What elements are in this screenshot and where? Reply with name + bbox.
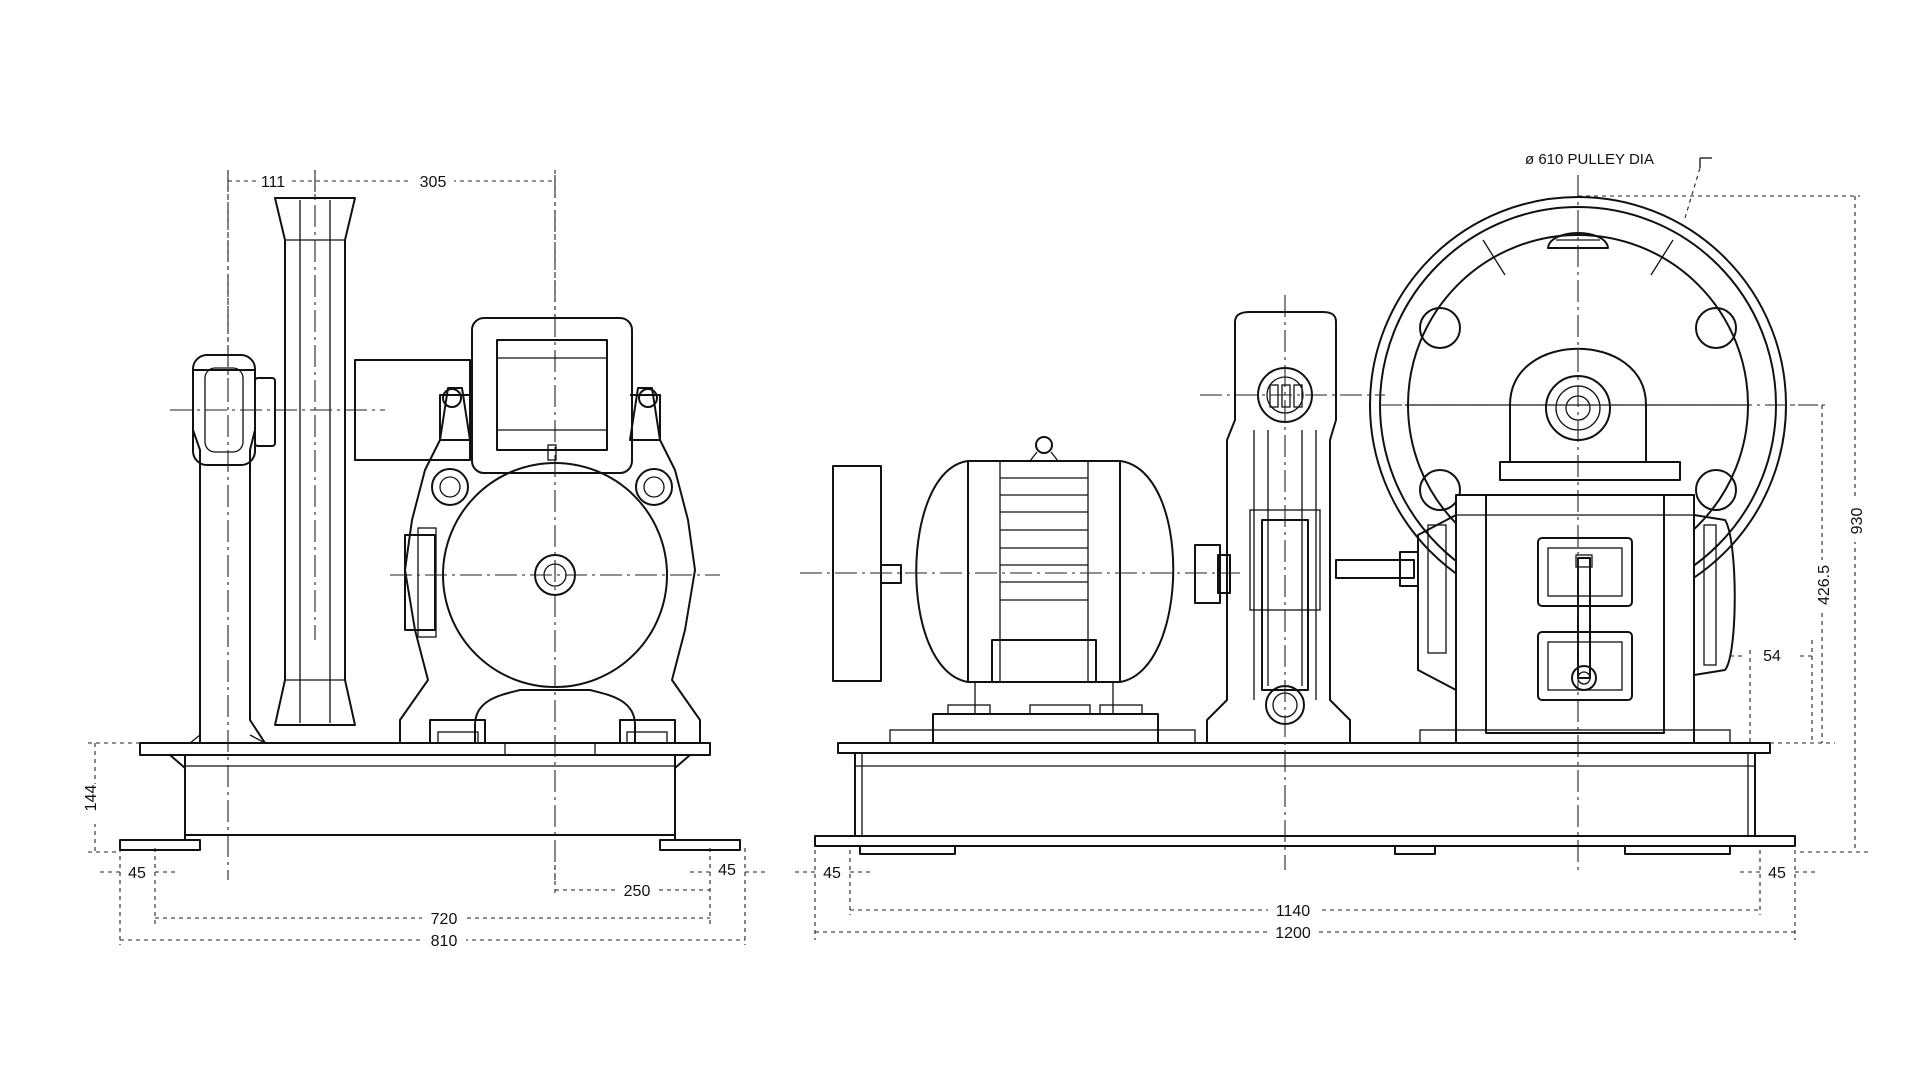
dim-250: 250 [624, 883, 651, 900]
front-view [800, 175, 1815, 870]
dim-1200: 1200 [1275, 925, 1311, 942]
dim-45-side-left: 45 [128, 865, 146, 882]
dim-45-front-right: 45 [1768, 865, 1786, 882]
dim-930: 930 [1849, 508, 1866, 535]
front-base [814, 742, 1796, 855]
front-brake-housing [1206, 311, 1351, 744]
dim-144: 144 [83, 785, 100, 812]
dim-54: 54 [1763, 648, 1781, 665]
side-view [119, 170, 741, 880]
dim-720: 720 [431, 911, 458, 928]
side-motor [399, 317, 701, 744]
dim-45-side-right: 45 [718, 862, 736, 879]
front-motor [889, 436, 1196, 744]
dim-810: 810 [431, 933, 458, 950]
dim-45-front-left: 45 [823, 865, 841, 882]
dimension-labels: 111 305 144 45 45 250 720 810 45 45 1140… [80, 151, 1866, 950]
side-pedestal [189, 354, 276, 744]
dim-111: 111 [261, 174, 285, 191]
pulley-diameter-note: ø 610 PULLEY DIA [1525, 151, 1654, 168]
side-base [119, 742, 741, 851]
dim-426-5: 426.5 [1816, 565, 1833, 605]
front-motor-coupling [1194, 544, 1221, 604]
dim-1140: 1140 [1276, 903, 1311, 920]
front-drive-shaft [1335, 559, 1415, 579]
dim-305: 305 [420, 174, 447, 191]
front-gearbox [1417, 461, 1736, 744]
